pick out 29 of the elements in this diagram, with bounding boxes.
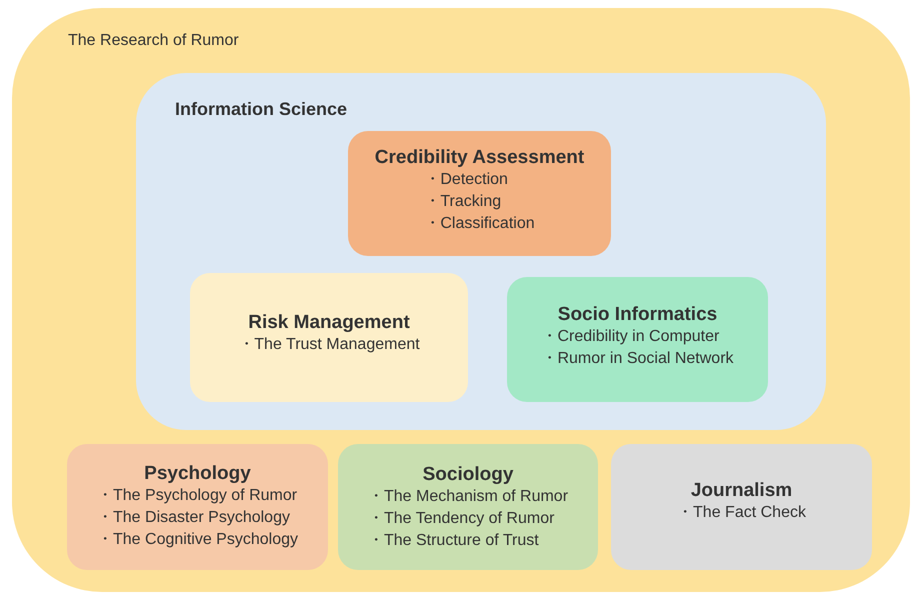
topic-item: ・The Tendency of Rumor <box>368 509 554 529</box>
group-title: Information Science <box>175 99 348 120</box>
topic-heading: Psychology <box>144 463 251 485</box>
topic-box <box>190 273 468 402</box>
field-panel <box>12 8 910 592</box>
topic-item: ・Classification <box>424 214 535 234</box>
topic-item: ・The Cognitive Psychology <box>97 530 298 550</box>
topic-item: ・The Trust Management <box>238 334 420 354</box>
topic-heading: Sociology <box>422 464 514 486</box>
topic-box <box>611 444 872 570</box>
topic-box <box>338 444 598 570</box>
field-panel <box>136 73 826 430</box>
topic-heading: Journalism <box>690 480 792 502</box>
topic-box <box>507 277 768 402</box>
topic-box <box>348 131 611 256</box>
topic-item: ・Tracking <box>424 192 502 212</box>
topic-box <box>67 444 328 570</box>
topic-item: ・The Structure of Trust <box>368 531 539 551</box>
topic-item: ・Credibility in Computer <box>541 326 720 346</box>
topic-item: ・The Disaster Psychology <box>97 508 290 528</box>
topic-heading: Socio Informatics <box>558 304 718 326</box>
topic-item: ・The Mechanism of Rumor <box>368 487 568 507</box>
topic-item: ・Rumor in Social Network <box>541 348 734 368</box>
topic-item: ・The Psychology of Rumor <box>97 486 298 506</box>
topic-item: ・Detection <box>424 170 508 190</box>
topic-item: ・The Fact Check <box>677 503 806 523</box>
topic-heading: Credibility Assessment <box>374 146 584 168</box>
group-title: The Research of Rumor <box>68 32 239 50</box>
topic-heading: Risk Management <box>248 312 410 334</box>
